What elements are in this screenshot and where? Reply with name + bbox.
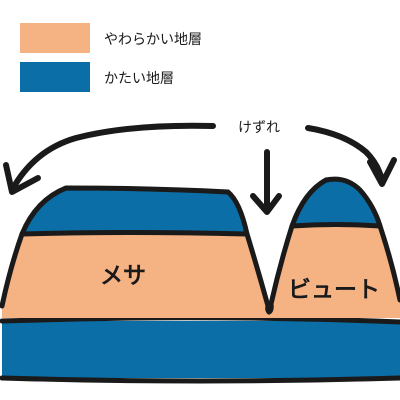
legend-label-soft: やわらかい地層 xyxy=(104,32,202,48)
erosion-label: けずれ xyxy=(238,120,280,136)
erosion-arrows xyxy=(3,122,397,215)
mesa-hard-cap xyxy=(22,188,247,234)
center-arrow-head xyxy=(250,193,282,215)
mesa-strata-boundary xyxy=(19,230,250,237)
mesa-outline xyxy=(0,185,271,309)
butte-label: ビュート xyxy=(288,277,380,303)
butte-outline xyxy=(268,176,400,307)
legend-swatch-hard xyxy=(20,62,90,92)
right-arrow-head xyxy=(367,157,397,187)
legend-swatch-soft xyxy=(20,23,90,53)
mesa-soft-layer xyxy=(2,234,268,318)
valley-v xyxy=(265,301,274,315)
left-arrow-head xyxy=(3,162,41,195)
legend: やわらかい地層 かたい地層 xyxy=(20,23,202,92)
legend-label-hard: かたい地層 xyxy=(104,71,174,87)
butte-strata-boundary xyxy=(289,222,383,229)
left-erosion-arrow xyxy=(9,122,216,193)
bottom-hard-stratum xyxy=(0,315,400,384)
butte-soft-layer xyxy=(268,226,400,318)
right-erosion-arrow xyxy=(305,125,385,183)
landform-outlines xyxy=(0,176,400,315)
mesa-label: メサ xyxy=(100,263,146,289)
